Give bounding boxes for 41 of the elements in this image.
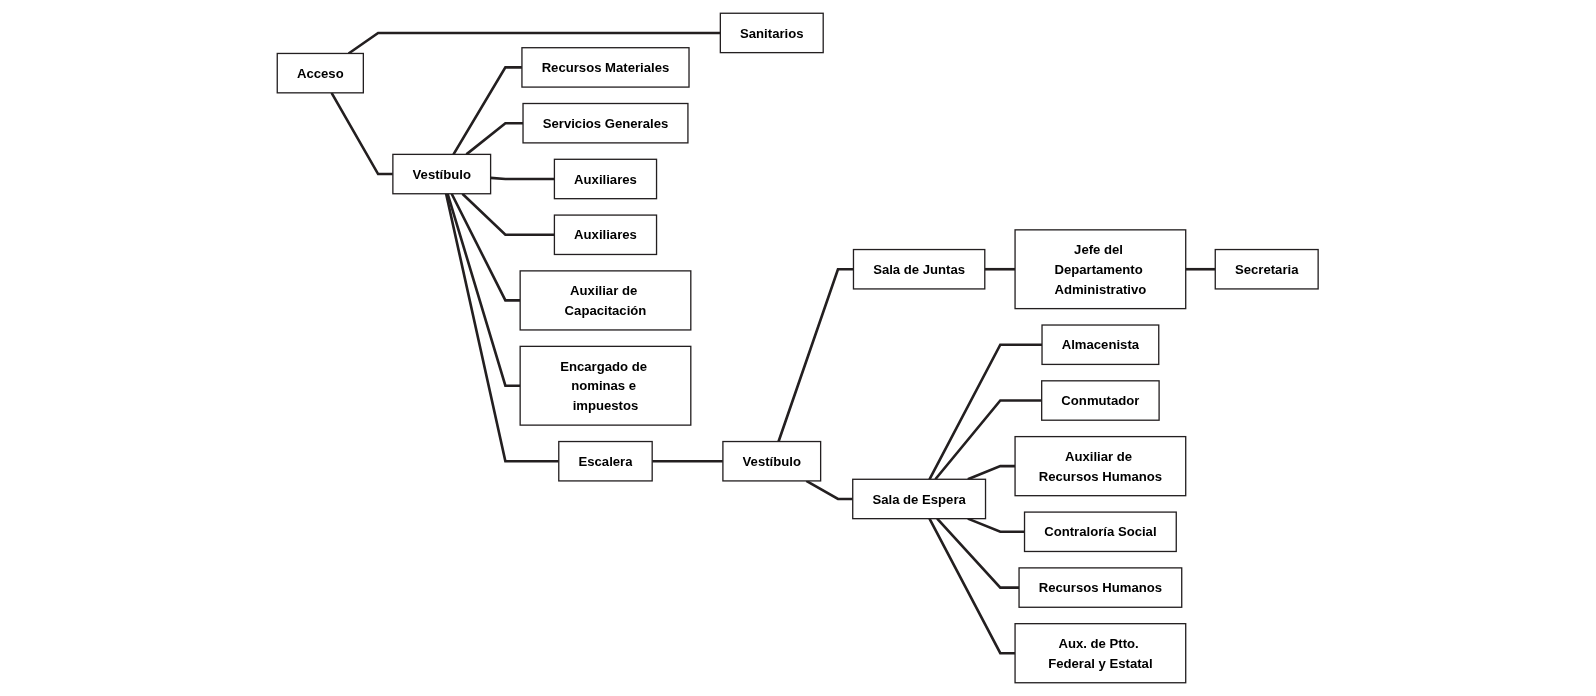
connector [777, 267, 854, 442]
node-box: Vestíbulo [722, 440, 822, 482]
connector [985, 267, 1016, 271]
node-box: Sala de Espera [852, 478, 987, 520]
node-box: Almacenista [1041, 324, 1160, 366]
connector [967, 517, 1025, 534]
connector [1186, 267, 1216, 271]
node-box: Acceso [276, 52, 365, 94]
node-box: Jefe del Departamento Administrativo [1014, 229, 1187, 310]
node-box: Auxiliar de Recursos Humanos [1014, 435, 1187, 497]
node-box: Auxiliares [554, 214, 658, 256]
node-box: Vestíbulo [392, 153, 492, 195]
node-box: Sanitarios [720, 12, 825, 54]
node-box: Conmutador [1041, 380, 1161, 421]
connector [446, 193, 521, 388]
node-box: Auxiliares [554, 158, 658, 200]
connector [445, 193, 560, 463]
connector [928, 343, 1043, 480]
connector [805, 479, 854, 501]
connector [330, 92, 394, 176]
connector [652, 459, 724, 463]
node-box: Secretaria [1214, 248, 1320, 290]
connector [465, 121, 524, 156]
node-box: Sala de Juntas [853, 248, 986, 290]
connector [967, 464, 1016, 481]
connector [348, 31, 721, 55]
node-box: Recursos Humanos [1018, 567, 1183, 608]
connector [461, 192, 555, 237]
node-box: Aux. de Ptto. Federal y Estatal [1014, 623, 1187, 684]
node-box: Encargado de nominas e impuestos [519, 345, 692, 426]
node-box: Auxiliar de Capacitación [519, 270, 692, 331]
connector [934, 399, 1042, 481]
connector [452, 66, 523, 156]
connector [936, 517, 1020, 589]
node-box: Escalera [558, 440, 654, 482]
node-box: Recursos Materiales [521, 47, 690, 88]
connector [450, 193, 521, 302]
connector [490, 176, 555, 181]
node-box: Contraloría Social [1024, 511, 1178, 553]
connector [928, 518, 1016, 655]
node-box: Servicios Generales [522, 102, 689, 144]
